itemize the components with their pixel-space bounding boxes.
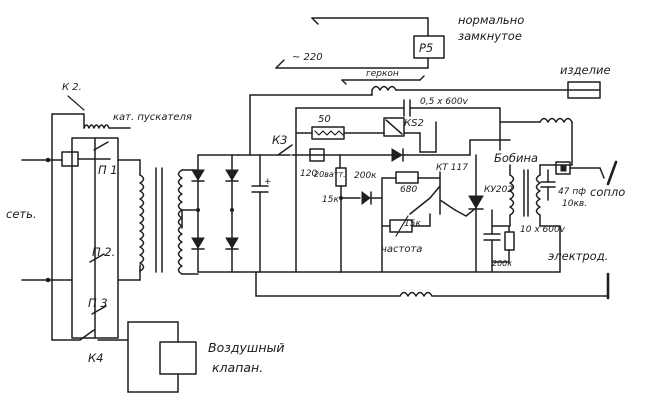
k4-label: К4: [88, 351, 103, 365]
capacitor-47-label: 47 пф: [558, 187, 586, 197]
relay-p5: Р5 ~ 220 нормально замкнутое: [275, 13, 524, 69]
unijunction-kt117: КТ 117: [409, 163, 468, 217]
supply-220-label: ~ 220: [292, 52, 323, 63]
relay-p5-label: Р5: [419, 41, 433, 55]
nozzle-label: сопло: [590, 185, 625, 199]
resistor-680-label: 680: [400, 185, 417, 195]
transformer: [139, 167, 199, 275]
relay-contacts: П 1 П 2. П 3: [59, 137, 141, 339]
resistor-15k-b-label: 15к: [404, 219, 421, 229]
mains-label: сеть.: [6, 207, 37, 221]
filter-capacitor: +: [237, 154, 341, 273]
contact-p2-label: П 2.: [92, 245, 115, 259]
resistor-15k-left: 15к: [322, 177, 397, 273]
reed-switch-line: геркон изделие: [249, 63, 611, 156]
resistor-200k-label: 200к: [354, 171, 377, 181]
bridge-rectifier: [181, 154, 239, 273]
contact-p1-label: П 1: [98, 163, 118, 177]
starter-coil-label: кат. пускателя: [113, 112, 192, 123]
air-valve-label-2: клапан.: [212, 360, 263, 375]
capacitor-10-label: 10 x 600v: [520, 225, 566, 235]
reed-switch-label: геркон: [366, 69, 399, 79]
frequency-trimmer: 15к частота: [381, 213, 431, 255]
series-diode: [311, 139, 511, 162]
resistor-50-label: 50: [318, 114, 331, 125]
k2-label: К 2.: [62, 82, 82, 93]
resistor-120: 120 20ватт.: [300, 148, 346, 179]
capacitor-05-label: 0,5 x 600v: [420, 97, 469, 107]
kt117-label: КТ 117: [436, 163, 468, 173]
electrode: электрод.: [548, 249, 610, 300]
relay-ks2: КS2: [383, 117, 437, 153]
storage-capacitor: 200к 10 x 600v: [483, 209, 566, 273]
ignition-coil-label: Бобина: [494, 151, 538, 165]
bottom-rail: [255, 225, 609, 297]
ignition-coil: Бобина: [494, 151, 541, 227]
starter-coil-k2: К 2. кат. пускателя: [51, 82, 192, 341]
air-valve-label-1: Воздушный: [208, 340, 285, 355]
resistor-15k-a-label: 15к: [322, 195, 339, 205]
fuse: [61, 151, 111, 167]
contact-k4: К4: [51, 329, 129, 365]
capacitor-47-voltage: 10кв.: [562, 199, 587, 209]
air-valve: Воздушный клапан.: [127, 321, 285, 393]
capacitor-05uf: 0,5 x 600v: [295, 97, 501, 151]
ks2-label: КS2: [404, 118, 424, 129]
resistor-200k: 200к: [335, 167, 377, 273]
resistor-680: 680: [395, 171, 441, 195]
closed-label: замкнутое: [458, 29, 522, 43]
resistor-120-label: 120: [300, 169, 317, 179]
svg-text:+: +: [264, 177, 272, 187]
resistor-50: 50: [295, 107, 385, 273]
frequency-label: частота: [381, 244, 422, 255]
k3-label: К3: [272, 133, 287, 147]
normally-label: нормально: [458, 13, 524, 27]
mains-input: сеть.: [6, 157, 63, 283]
resistor-120-power: 20ватт.: [314, 170, 346, 179]
contact-p3-label: П 3: [88, 296, 108, 310]
electrode-label: электрод.: [548, 249, 608, 263]
resistor-200k-b-label: 200к: [492, 259, 512, 268]
hv-capacitor: 47 пф 10кв. сопло: [540, 160, 625, 209]
ku202-label: КУ202: [484, 185, 513, 195]
contact-k3: К3: [272, 133, 313, 156]
workpiece-label: изделие: [560, 63, 611, 77]
thyristor-ku202: КУ202: [465, 154, 513, 273]
